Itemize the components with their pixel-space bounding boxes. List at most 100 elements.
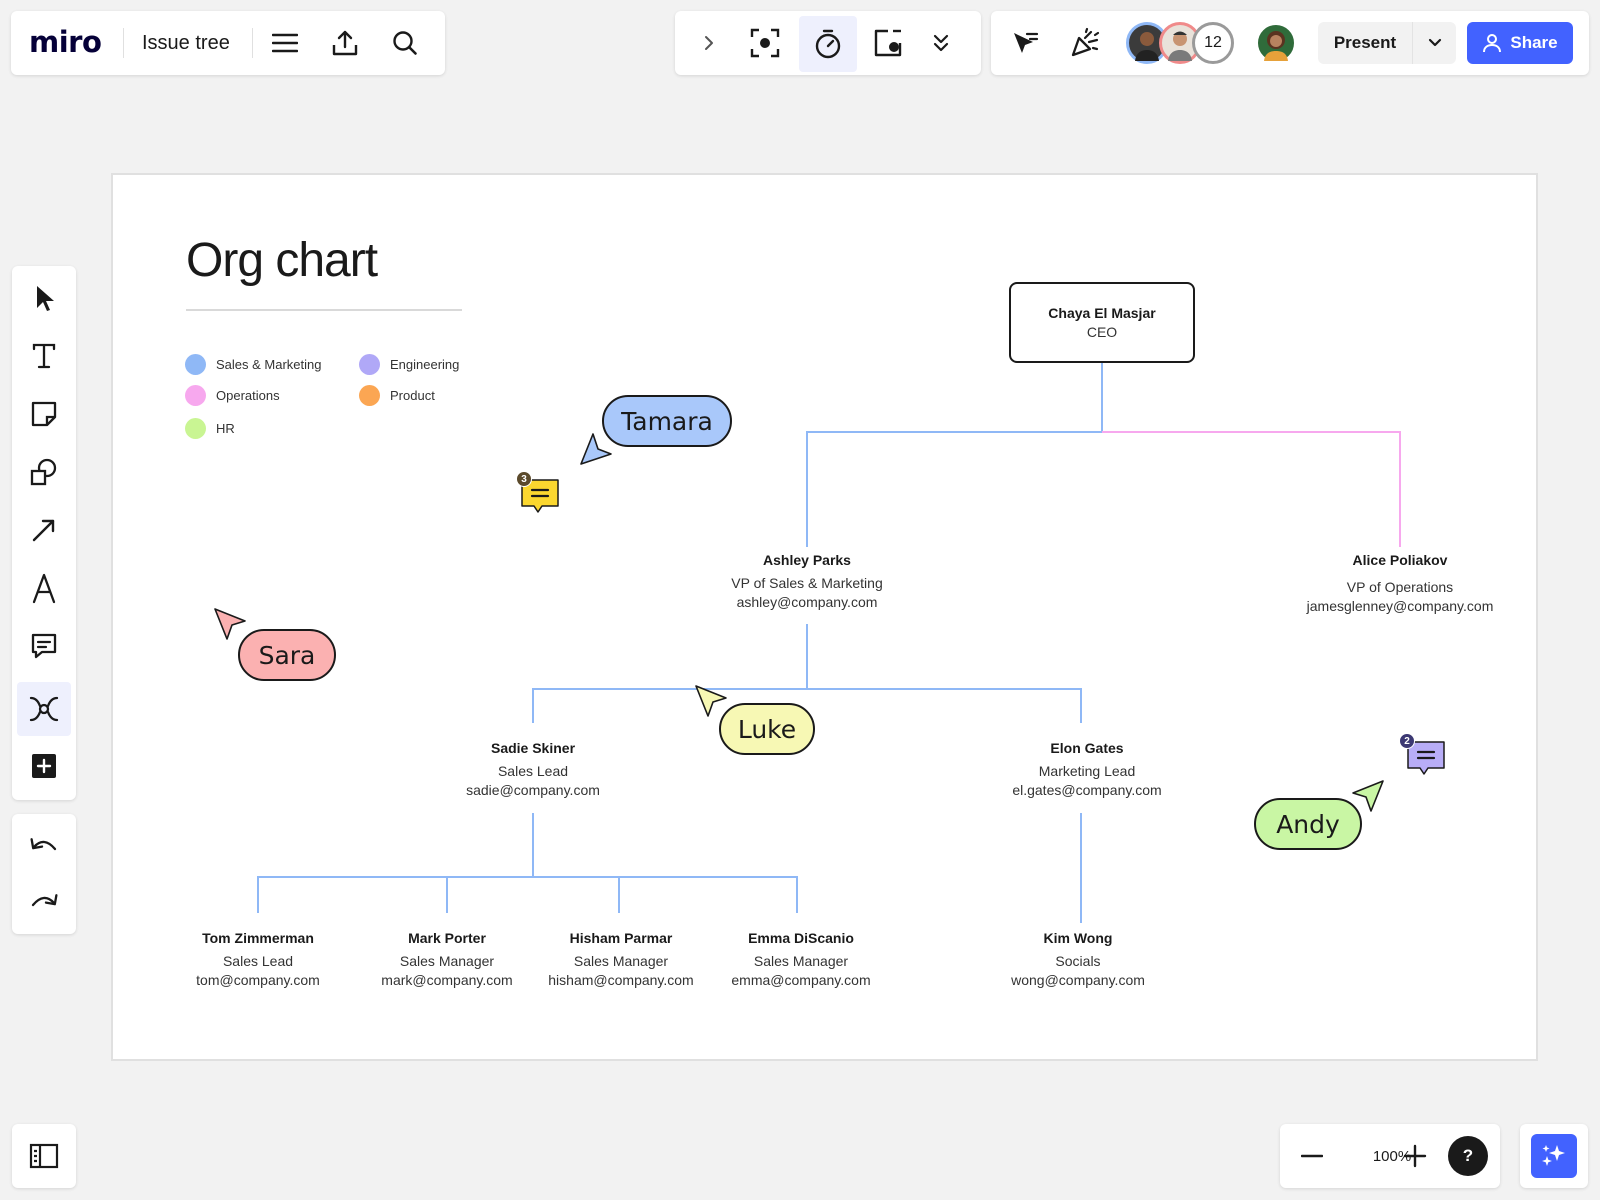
comment-icon[interactable] (24, 624, 64, 668)
legend-label: Engineering (390, 357, 460, 372)
ai-sparkle-icon[interactable] (1531, 1134, 1577, 1178)
org-node-elon[interactable]: Elon Gates Marketing Lead el.gates@compa… (1012, 740, 1161, 798)
node-name: Ashley Parks (763, 552, 851, 568)
node-name: Alice Poliakov (1352, 552, 1448, 568)
share-button[interactable]: Share (1467, 22, 1573, 64)
org-node-tom[interactable]: Tom Zimmerman Sales Lead tom@company.com (196, 930, 320, 988)
comment-count-badge: 2 (1399, 733, 1415, 749)
undo-icon[interactable] (24, 824, 64, 868)
sticky-note-icon[interactable] (24, 392, 64, 436)
avatar[interactable] (1255, 22, 1297, 64)
node-name: Sadie Skiner (490, 740, 576, 756)
comment-thread[interactable]: 3 (516, 471, 562, 516)
redo-icon[interactable] (24, 880, 64, 924)
node-email: emma@company.com (731, 972, 871, 988)
node-email: sadie@company.com (466, 782, 600, 798)
select-icon[interactable] (24, 276, 64, 320)
ai-panel (1520, 1124, 1588, 1188)
org-node-ashley[interactable]: Ashley Parks VP of Sales & Marketing ash… (731, 552, 882, 610)
node-name: Tom Zimmerman (202, 930, 314, 946)
comment-bubble-icon (521, 479, 559, 513)
help-button[interactable]: ? (1448, 1136, 1488, 1176)
legend-item-product: Product (359, 385, 435, 406)
cursor-arrow-icon (695, 685, 727, 717)
org-node-sadie[interactable]: Sadie Skiner Sales Lead sadie@company.co… (466, 740, 600, 798)
node-email: jamesglenney@company.com (1306, 598, 1494, 614)
node-role: Sales Manager (753, 953, 849, 969)
legend-item-operations: Operations (185, 385, 280, 406)
miro-logo[interactable]: miro (29, 25, 102, 59)
node-email: el.gates@company.com (1012, 782, 1162, 798)
history-toolbar (12, 814, 76, 934)
collaborator-count[interactable]: 12 (1192, 22, 1234, 64)
legend-swatch (359, 354, 380, 375)
share-toolbar: 12 Present Share (991, 11, 1589, 75)
divider (252, 28, 253, 58)
legend-item-engineering: Engineering (359, 354, 459, 375)
comment-count-badge: 3 (516, 471, 532, 487)
org-node-mark[interactable]: Mark Porter Sales Manager mark@company.c… (381, 930, 512, 988)
node-email: tom@company.com (196, 972, 320, 988)
node-name: Kim Wong (1043, 930, 1113, 946)
chevron-right-icon[interactable] (689, 23, 729, 63)
org-node-kim[interactable]: Kim Wong Socials wong@company.com (1011, 930, 1145, 988)
zoom-in-icon[interactable] (1395, 1136, 1435, 1176)
celebrate-icon[interactable] (1065, 23, 1105, 63)
page-title[interactable]: Org chart (186, 234, 378, 287)
legend-item-sales-marketing: Sales & Marketing (185, 354, 322, 375)
legend-item-hr: HR (185, 418, 235, 439)
node-role: Marketing Lead (1038, 763, 1136, 779)
divider (123, 28, 124, 58)
search-icon[interactable] (385, 23, 425, 63)
node-role: Sales Manager (573, 953, 669, 969)
legend-swatch (185, 354, 206, 375)
legend-label: Sales & Marketing (216, 357, 322, 372)
zoom-out-icon[interactable] (1292, 1136, 1332, 1176)
org-node-emma[interactable]: Emma DiScanio Sales Manager emma@company… (731, 930, 870, 988)
board-title[interactable]: Issue tree (142, 32, 230, 54)
node-role: VP of Operations (1346, 579, 1454, 595)
connector-icon[interactable] (24, 508, 64, 552)
cursor-label-luke: Luke (719, 703, 815, 755)
menu-icon[interactable] (265, 23, 305, 63)
org-node-ceo[interactable]: Chaya El Masjar CEO (1009, 282, 1195, 363)
more-icon[interactable] (921, 23, 961, 63)
sidebar-icon[interactable] (24, 1136, 64, 1176)
add-more-icon[interactable] (24, 744, 64, 788)
node-email: ashley@company.com (736, 594, 878, 610)
org-node-alice[interactable]: Alice Poliakov VP of Operations jamesgle… (1307, 552, 1494, 614)
zoom-controls: 100% ? (1280, 1124, 1500, 1188)
divider (186, 309, 462, 311)
cursor-arrow-icon (214, 608, 246, 640)
node-role: Sales Lead (222, 953, 294, 969)
timer-icon[interactable] (799, 16, 857, 72)
zoom-level[interactable]: 100% (1372, 1147, 1412, 1165)
org-node-hisham[interactable]: Hisham Parmar Sales Manager hisham@compa… (548, 930, 693, 988)
cursor-pointer-icon[interactable] (1005, 23, 1045, 63)
node-role: Socials (1055, 953, 1101, 969)
present-button[interactable]: Present (1318, 22, 1412, 64)
comment-bubble-icon (1407, 741, 1445, 775)
focus-icon[interactable] (738, 17, 792, 69)
node-name: Emma DiScanio (748, 930, 854, 946)
chevron-down-icon[interactable] (1412, 22, 1456, 64)
legend-swatch (359, 385, 380, 406)
mind-map-icon[interactable] (17, 682, 71, 736)
node-role: Sales Lead (497, 763, 569, 779)
comment-thread[interactable]: 2 (1399, 733, 1448, 778)
cursor-arrow-icon (580, 433, 612, 465)
node-name: Hisham Parmar (569, 930, 673, 946)
legend-swatch (185, 418, 206, 439)
node-role: VP of Sales & Marketing (731, 575, 883, 591)
creation-toolbar (12, 266, 76, 800)
screen-icon[interactable] (861, 17, 915, 69)
pen-icon[interactable] (24, 566, 64, 610)
org-chart-frame[interactable]: Org chart Sales & Marketing Engineering … (111, 173, 1538, 1061)
node-role: Sales Manager (399, 953, 495, 969)
export-icon[interactable] (325, 23, 365, 63)
legend-label: HR (216, 421, 235, 436)
node-email: hisham@company.com (548, 972, 694, 988)
shapes-icon[interactable] (24, 450, 64, 494)
node-name: Elon Gates (1050, 740, 1124, 756)
text-icon[interactable] (24, 334, 64, 378)
